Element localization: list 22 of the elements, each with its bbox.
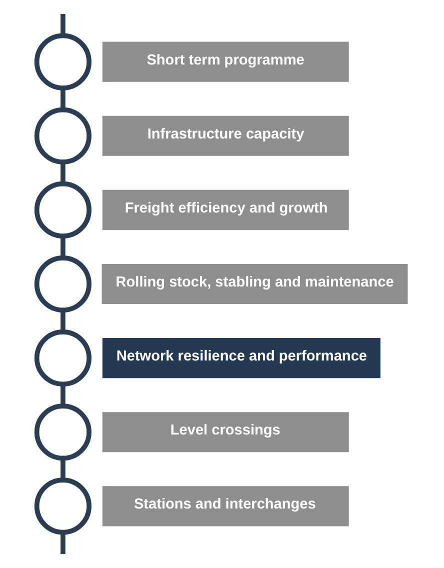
node-circle: [34, 107, 92, 164]
node-circle: [34, 33, 92, 90]
connector: [60, 458, 66, 480]
node-circle: [34, 255, 92, 313]
node-box: Rolling stock, stabling and maintenance: [102, 264, 408, 304]
node-circle: [34, 478, 92, 535]
node-circle: [34, 330, 92, 387]
node-circle: [34, 181, 92, 238]
node-box: Infrastructure capacity: [102, 116, 349, 156]
connector: [60, 88, 66, 110]
connector: [60, 14, 66, 36]
node-box: Short term programme: [102, 42, 349, 82]
node-circle: [34, 404, 92, 461]
node-box: Level crossings: [102, 412, 349, 452]
node-box: Freight efficiency and growth: [102, 190, 349, 230]
connector: [60, 384, 66, 406]
node-box: Network resilience and performance: [102, 338, 380, 378]
connector: [60, 310, 66, 332]
connector: [60, 236, 66, 258]
connector: [60, 162, 66, 184]
node-box: Stations and interchanges: [102, 486, 349, 526]
connector: [60, 532, 66, 554]
